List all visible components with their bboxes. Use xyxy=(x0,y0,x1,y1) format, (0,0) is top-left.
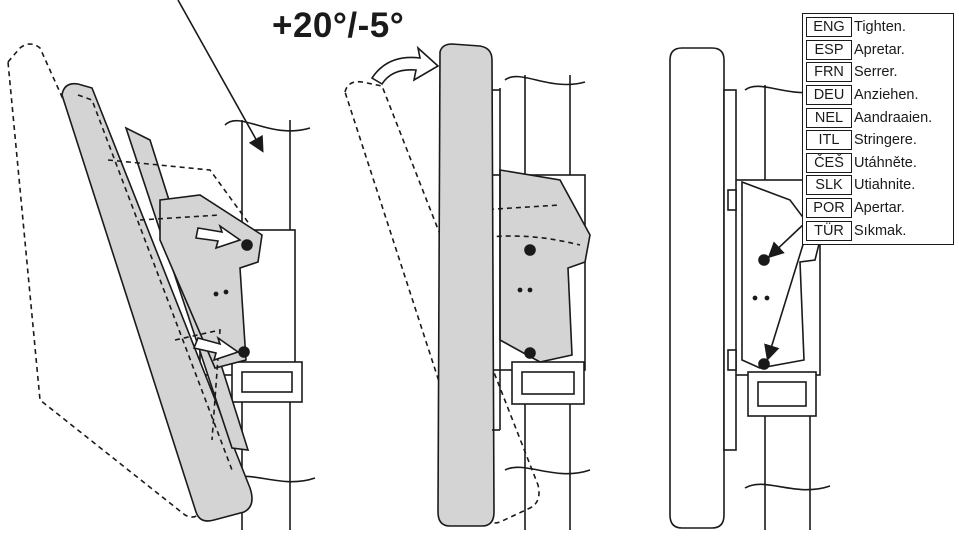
instruction-text: Stringere. xyxy=(854,132,917,149)
legend-row-itl: ITL Stringere. xyxy=(806,129,950,152)
language-code: DEU xyxy=(806,85,852,106)
panel-1-tilted-display xyxy=(7,0,316,530)
legend-row-tur: TÜR Sıkmak. xyxy=(806,219,950,242)
locked-display xyxy=(669,47,725,529)
tilt-range-label: +20°/-5° xyxy=(272,6,405,45)
language-code: TÜR xyxy=(806,220,852,241)
legend-row-nel: NEL Aandraaien. xyxy=(806,106,950,129)
language-code: SLK xyxy=(806,175,852,196)
legend-row-esp: ESP Apretar. xyxy=(806,39,950,62)
language-legend: ENG Tighten. ESP Apretar. FRN Serrer. DE… xyxy=(802,13,954,245)
legend-row-ces: ČEŠ Utáhněte. xyxy=(806,152,950,175)
language-code: ČEŠ xyxy=(806,152,852,173)
panel-2-adjusting-display xyxy=(344,43,591,530)
language-code: ITL xyxy=(806,130,852,151)
legend-row-slk: SLK Utiahnite. xyxy=(806,174,950,197)
instruction-text: Anziehen. xyxy=(854,87,919,104)
instruction-text: Apretar. xyxy=(854,41,905,58)
language-code: ENG xyxy=(806,17,852,38)
upright-display xyxy=(437,43,495,527)
language-code: ESP xyxy=(806,39,852,60)
legend-row-eng: ENG Tighten. xyxy=(806,16,950,39)
language-code: NEL xyxy=(806,107,852,128)
instruction-text: Apertar. xyxy=(854,200,905,217)
language-code: FRN xyxy=(806,62,852,83)
legend-row-por: POR Apertar. xyxy=(806,197,950,220)
language-code: POR xyxy=(806,198,852,219)
legend-row-deu: DEU Anziehen. xyxy=(806,84,950,107)
instruction-text: Utáhněte. xyxy=(854,154,917,171)
tilted-display xyxy=(61,82,253,522)
instruction-text: Serrer. xyxy=(854,64,898,81)
tilt-direction-arrow xyxy=(370,45,440,86)
legend-row-frn: FRN Serrer. xyxy=(806,61,950,84)
instruction-text: Tighten. xyxy=(854,19,906,36)
instruction-text: Utiahnite. xyxy=(854,177,916,194)
instruction-text: Sıkmak. xyxy=(854,222,907,239)
instruction-text: Aandraaien. xyxy=(854,109,933,126)
